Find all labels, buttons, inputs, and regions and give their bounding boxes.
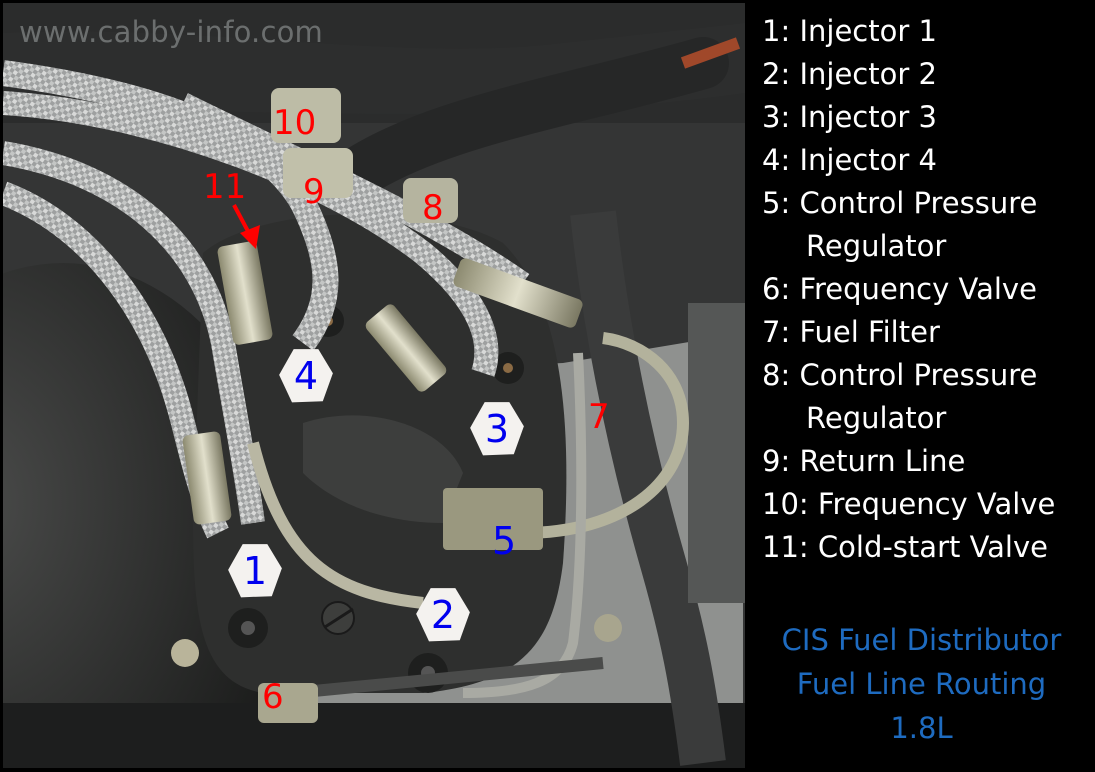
caption-subtitle: Fuel Line Routing	[796, 667, 1047, 701]
caption-title: CIS Fuel Distributor	[781, 623, 1062, 657]
badge-number: 3	[484, 407, 510, 451]
marker-9: 9	[303, 172, 325, 212]
injector-badge-1: 1	[227, 543, 283, 599]
legend-item-1: 1: Injector 1	[762, 14, 937, 48]
legend: 1: Injector 1 2: Injector 2 3: Injector …	[762, 10, 1092, 569]
marker-5: 5	[492, 519, 517, 563]
caption-engine-size: 1.8L	[890, 711, 953, 745]
engine-illustration	[3, 3, 745, 768]
badge-number: 2	[430, 593, 456, 637]
caption: CIS Fuel Distributor Fuel Line Routing 1…	[750, 618, 1093, 750]
marker-6: 6	[262, 677, 284, 717]
legend-item-2: 2: Injector 2	[762, 57, 937, 91]
marker-7: 7	[588, 397, 610, 437]
badge-number: 4	[293, 354, 319, 398]
arrow-icon	[232, 204, 260, 249]
badge-number: 1	[242, 549, 268, 593]
marker-11: 11	[203, 167, 247, 207]
engine-photo: www.cabby-info.com 1 2 3 4 5 6 7 8 9 10 …	[3, 3, 745, 768]
legend-item-11: 11: Cold-start Valve	[762, 530, 1048, 564]
marker-10: 10	[273, 103, 317, 143]
marker-8: 8	[422, 188, 444, 228]
injector-badge-3: 3	[469, 401, 525, 457]
legend-item-3: 3: Injector 3	[762, 100, 937, 134]
injector-badge-4: 4	[278, 348, 334, 404]
legend-item-7: 7: Fuel Filter	[762, 315, 940, 349]
legend-item-6: 6: Frequency Valve	[762, 272, 1037, 306]
legend-item-4: 4: Injector 4	[762, 143, 937, 177]
watermark: www.cabby-info.com	[19, 15, 323, 49]
legend-item-9: 9: Return Line	[762, 444, 966, 478]
injector-badge-2: 2	[415, 587, 471, 643]
legend-item-10: 10: Frequency Valve	[762, 487, 1056, 521]
